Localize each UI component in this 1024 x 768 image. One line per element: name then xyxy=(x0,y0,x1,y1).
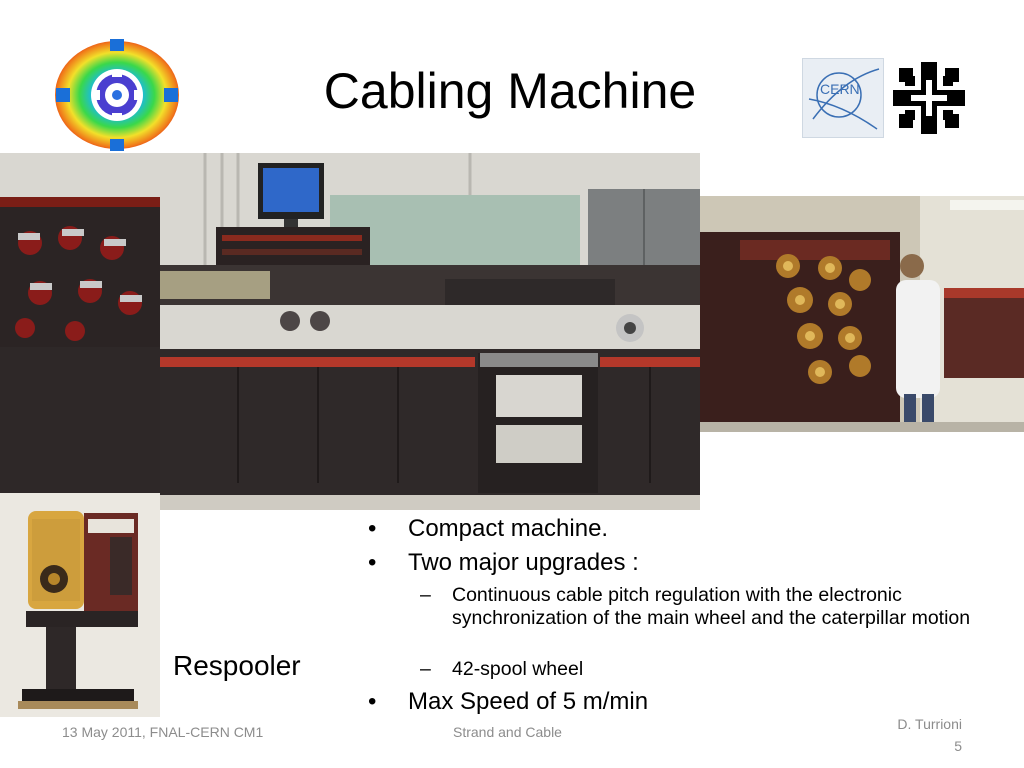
bullet-mark: • xyxy=(368,688,377,715)
sub-bullet-text: Continuous cable pitch regulation with t… xyxy=(452,584,971,629)
respooler-photo xyxy=(0,493,160,717)
sub-bullet-text: 42-spool wheel xyxy=(452,658,584,680)
bullet-mark: • xyxy=(368,549,377,576)
footer-date: 13 May 2011, FNAL-CERN CM1 xyxy=(62,724,264,740)
sub-bullet-mark: – xyxy=(420,584,431,606)
footer-author: D. Turrioni xyxy=(897,716,962,732)
operator-at-machine-photo xyxy=(700,196,1024,432)
footer-center: Strand and Cable xyxy=(453,724,562,740)
bullet-text: Two major upgrades : xyxy=(408,549,639,576)
sub-bullet-mark: – xyxy=(420,658,431,680)
bullet-mark: • xyxy=(368,515,377,542)
slide-title: Cabling Machine xyxy=(323,63,697,119)
bullet-text: Compact machine. xyxy=(408,515,609,542)
bullet-text: Max Speed of 5 m/min xyxy=(408,688,649,715)
footer-author-block: D. Turrioni 5 xyxy=(880,713,962,757)
cern-logo-text: CERN xyxy=(820,81,860,97)
slide-number: 5 xyxy=(954,738,962,754)
cabling-machine-photo xyxy=(0,153,700,510)
respooler-label: Respooler xyxy=(173,650,301,681)
magnet-cross-section-icon xyxy=(52,36,182,154)
fermilab-logo-icon xyxy=(893,62,965,134)
cern-logo-icon: CERN xyxy=(802,58,884,138)
